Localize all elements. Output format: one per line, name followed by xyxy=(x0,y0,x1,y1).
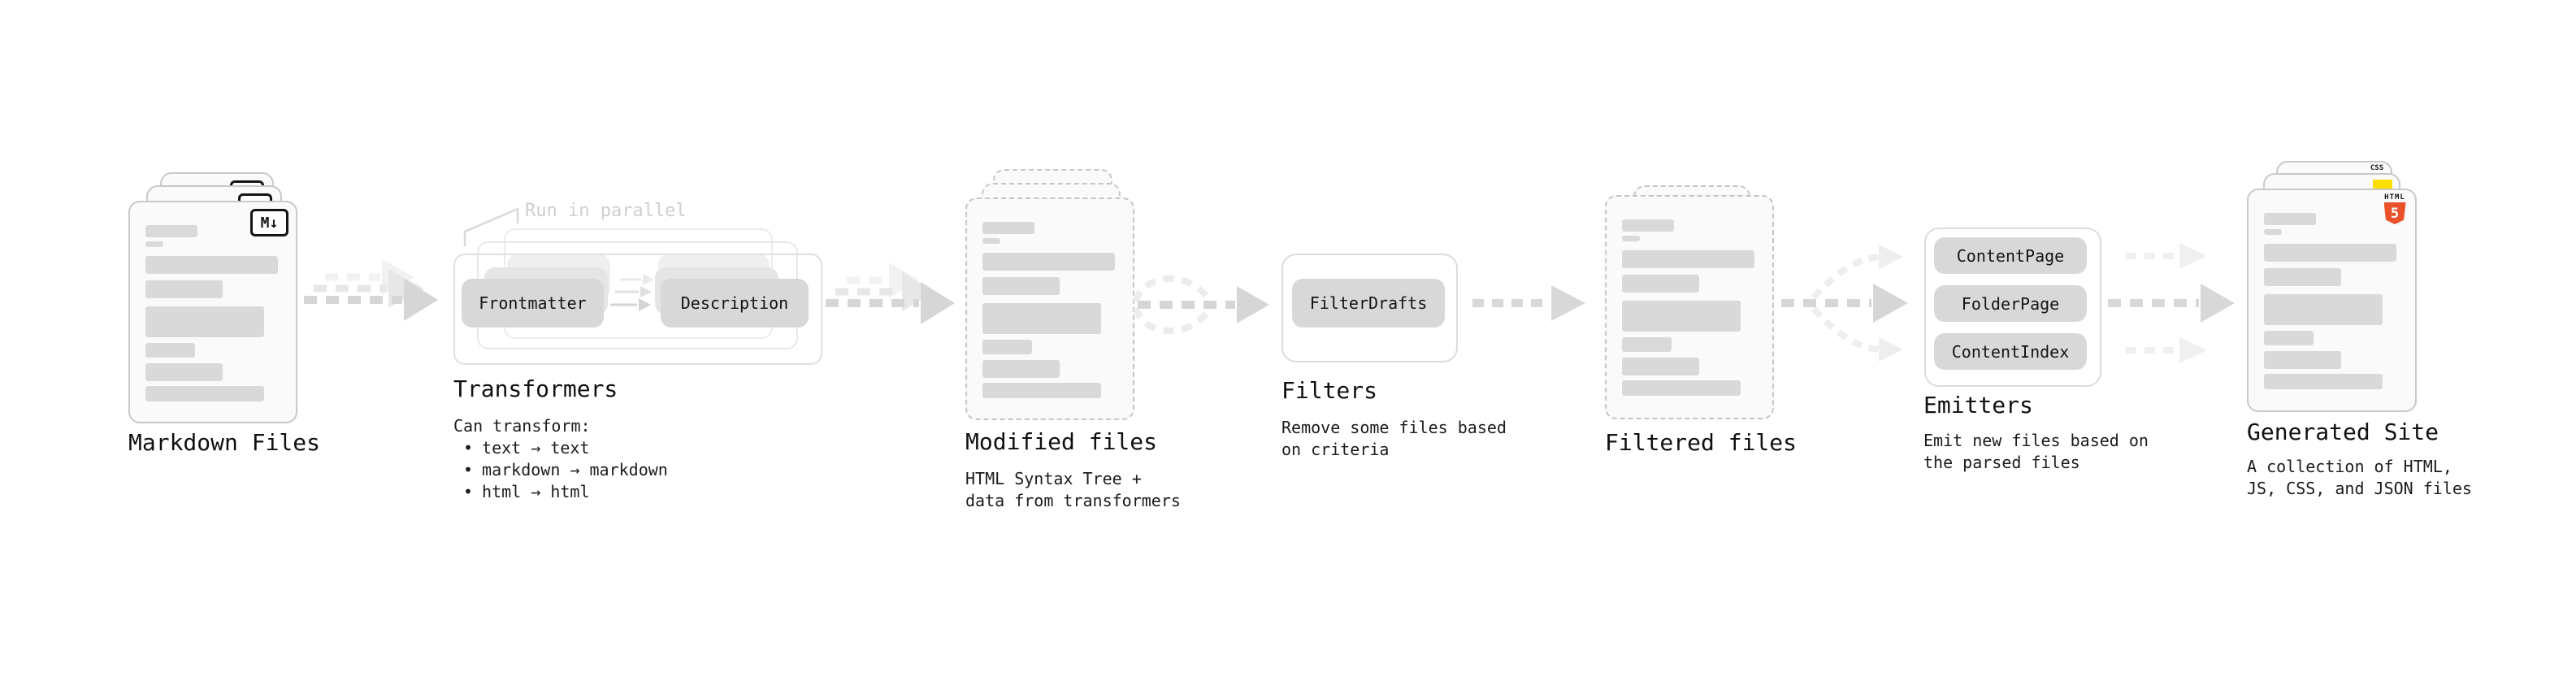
station-title: Filtered files xyxy=(1605,429,1798,456)
description-line: the parsed files xyxy=(1923,453,2080,472)
file-card-front: HTML 5 xyxy=(2247,189,2417,412)
arrow-filtered-to-emitters xyxy=(1781,245,1908,362)
placeholder-text-bar xyxy=(145,280,223,298)
placeholder-text-bar xyxy=(2264,229,2282,235)
placeholder-text-bar xyxy=(2264,244,2396,262)
html5-icon-number: 5 xyxy=(2390,205,2400,222)
placeholder-text-bar xyxy=(982,360,1060,378)
placeholder-text-bar xyxy=(145,343,195,358)
placeholder-text-bar xyxy=(1622,380,1741,396)
placeholder-text-bar xyxy=(982,222,1034,234)
bullet-item: • markdown → markdown xyxy=(453,459,668,481)
station-description: Remove some files based on criteria xyxy=(1281,417,1507,461)
bullet-item: • html → html xyxy=(453,481,668,503)
description-line: A collection of HTML, xyxy=(2247,457,2452,476)
description-line: HTML Syntax Tree + xyxy=(965,469,1142,488)
placeholder-text-bar xyxy=(982,383,1101,398)
emitter-pill-contentindex: ContentIndex xyxy=(1934,333,2087,370)
placeholder-text-bar xyxy=(1622,219,1674,232)
description-line: Emit new files based on xyxy=(1923,431,2149,450)
arrow-markdown-to-transformers xyxy=(304,259,438,321)
run-in-parallel-label: Run in parallel xyxy=(525,201,687,221)
placeholder-text-bar xyxy=(1622,275,1699,293)
placeholder-text-bar xyxy=(2264,294,2383,325)
placeholder-text-bar xyxy=(1622,250,1754,268)
transformer-pill-frontmatter: Frontmatter xyxy=(462,279,604,327)
bullet-item: • text → text xyxy=(453,437,668,459)
placeholder-text-bar xyxy=(145,225,197,237)
bullet-text: html → html xyxy=(482,482,590,501)
placeholder-text-bar xyxy=(1622,236,1640,241)
file-card-front: M↓ xyxy=(128,201,297,423)
html5-file-icon: HTML 5 xyxy=(2383,193,2406,224)
placeholder-text-bar xyxy=(145,241,163,247)
placeholder-text-bar xyxy=(2264,268,2341,286)
file-card-front xyxy=(1605,195,1774,419)
arrow-emitters-to-generated xyxy=(2108,243,2235,363)
html5-icon-label: HTML xyxy=(2384,193,2405,202)
description-line: data from transformers xyxy=(965,491,1181,510)
station-title: Filters xyxy=(1281,377,1378,404)
placeholder-text-bar xyxy=(982,303,1101,334)
station-description: Emit new files based on the parsed files xyxy=(1923,430,2149,474)
can-transform-heading: Can transform: xyxy=(453,416,591,436)
transformer-pill-description: Description xyxy=(661,279,809,327)
placeholder-text-bar xyxy=(1622,358,1699,375)
station-description: Can transform: • text → text • markdown … xyxy=(453,415,668,503)
bullet-dot: • xyxy=(463,438,474,458)
station-title: Markdown Files xyxy=(128,429,321,456)
station-description: HTML Syntax Tree + data from transformer… xyxy=(965,468,1181,512)
emitter-pill-folderpage: FolderPage xyxy=(1934,285,2087,322)
js-file-icon xyxy=(2373,180,2392,191)
bullet-dot: • xyxy=(463,482,474,501)
station-title: Transformers xyxy=(453,375,618,402)
emitter-pill-contentpage: ContentPage xyxy=(1934,237,2087,274)
placeholder-text-bar xyxy=(145,256,278,274)
placeholder-text-bar xyxy=(1622,337,1672,352)
bullet-dot: • xyxy=(463,460,474,479)
arrow-transformers-to-modified xyxy=(826,262,955,324)
placeholder-text-bar xyxy=(145,306,264,337)
placeholder-text-bar xyxy=(2264,213,2316,225)
file-card-front xyxy=(965,197,1134,420)
placeholder-text-bar xyxy=(2264,374,2383,389)
station-description: A collection of HTML, JS, CSS, and JSON … xyxy=(2247,456,2472,500)
description-line: JS, CSS, and JSON files xyxy=(2247,479,2472,498)
placeholder-text-bar xyxy=(1622,301,1741,332)
arrow-filters-to-filtered xyxy=(1472,285,1585,321)
html5-icon-shield: 5 xyxy=(2383,202,2406,224)
placeholder-text-bar xyxy=(982,253,1115,271)
placeholder-text-bar xyxy=(982,340,1032,354)
placeholder-text-bar xyxy=(145,363,223,381)
bullet-text: text → text xyxy=(482,438,590,458)
description-line: Remove some files based xyxy=(1281,418,1507,437)
placeholder-text-bar xyxy=(2264,331,2314,345)
station-title: Generated Site xyxy=(2247,419,2439,445)
arrow-modified-to-filters xyxy=(1133,275,1269,335)
transformer-layer-front xyxy=(453,254,822,365)
station-title: Modified files xyxy=(965,428,1158,455)
placeholder-text-bar xyxy=(982,277,1060,295)
placeholder-text-bar xyxy=(145,386,264,401)
filter-pill-filterdrafts: FilterDrafts xyxy=(1292,279,1445,327)
description-line: on criteria xyxy=(1281,440,1390,459)
placeholder-text-bar xyxy=(2264,351,2341,369)
station-title: Emitters xyxy=(1923,392,2033,419)
markdown-icon: M↓ xyxy=(250,209,288,236)
placeholder-text-bar xyxy=(982,238,1000,244)
css-icon-label: CSS xyxy=(2370,164,2384,172)
bullet-text: markdown → markdown xyxy=(482,460,668,479)
